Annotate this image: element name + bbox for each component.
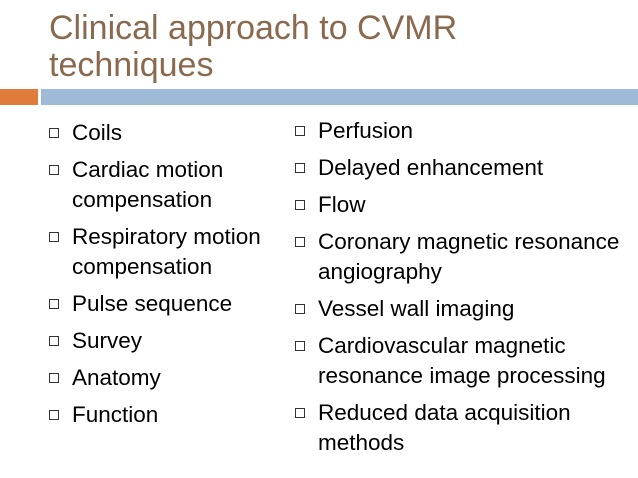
bullet-item: Flow [295, 190, 635, 220]
square-bullet-icon [295, 304, 305, 314]
square-bullet-icon [49, 410, 59, 420]
bullet-text: Perfusion [318, 118, 414, 143]
bullet-text: Reduced data acquisition methods [318, 400, 571, 455]
bullet-item: Cardiac motion compensation [49, 155, 289, 215]
bullet-item: Vessel wall imaging [295, 294, 635, 324]
accent-bar-blue [41, 89, 638, 105]
bullet-text: Function [72, 402, 159, 427]
bullet-text: Cardiac motion compensation [72, 157, 224, 212]
bullet-item: Perfusion [295, 116, 635, 146]
bullet-text: Flow [318, 192, 366, 217]
bullet-item: Delayed enhancement [295, 153, 635, 183]
bullet-text: Vessel wall imaging [318, 296, 515, 321]
bullet-text: Cardiovascular magnetic resonance image … [318, 333, 606, 388]
square-bullet-icon [49, 128, 59, 138]
bullet-text: Delayed enhancement [318, 155, 544, 180]
square-bullet-icon [49, 373, 59, 383]
bullet-text: Coronary magnetic resonance angiography [318, 229, 620, 284]
bullet-item: Respiratory motion compensation [49, 222, 289, 282]
bullet-list-left: Coils Cardiac motion compensation Respir… [49, 116, 289, 430]
square-bullet-icon [295, 163, 305, 173]
square-bullet-icon [295, 408, 305, 418]
slide-title: Clinical approach to CVMR techniques [49, 9, 458, 84]
square-bullet-icon [295, 237, 305, 247]
square-bullet-icon [49, 165, 59, 175]
bullet-item: Function [49, 400, 289, 430]
accent-bar-orange [0, 89, 38, 105]
bullet-list-right: Perfusion Delayed enhancement Flow Coron… [295, 116, 635, 458]
bullet-item: Reduced data acquisition methods [295, 398, 635, 458]
bullet-item: Coils [49, 118, 289, 148]
bullet-item: Cardiovascular magnetic resonance image … [295, 331, 635, 391]
bullet-text: Anatomy [72, 365, 161, 390]
square-bullet-icon [49, 299, 59, 309]
bullet-text: Respiratory motion compensation [72, 224, 261, 279]
square-bullet-icon [49, 336, 59, 346]
bullet-text: Coils [72, 120, 123, 145]
bullet-text: Survey [72, 328, 143, 353]
bullet-item: Pulse sequence [49, 289, 289, 319]
square-bullet-icon [295, 341, 305, 351]
bullet-item: Survey [49, 326, 289, 356]
square-bullet-icon [49, 232, 59, 242]
bullet-text: Pulse sequence [72, 291, 233, 316]
square-bullet-icon [295, 126, 305, 136]
bullet-item: Anatomy [49, 363, 289, 393]
bullet-item: Coronary magnetic resonance angiography [295, 227, 635, 287]
square-bullet-icon [295, 200, 305, 210]
